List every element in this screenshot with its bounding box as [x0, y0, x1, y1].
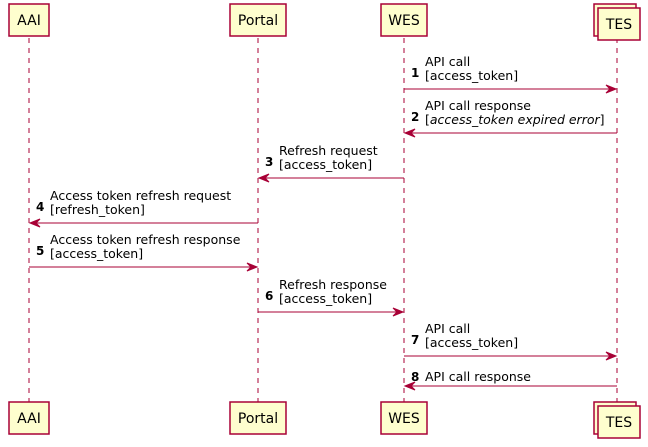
participant-box: [229, 3, 287, 37]
message-number: 4: [36, 200, 44, 214]
participant-box: [380, 401, 428, 435]
argument-open: [: [425, 112, 430, 127]
message-3: 3 Refresh request[access_token]: [257, 143, 404, 183]
message-number: 6: [265, 289, 273, 303]
message-label: Refresh request: [279, 143, 378, 158]
participant-wes-bottom: WES: [380, 401, 428, 435]
message-7: 7 API call[access_token]: [404, 321, 618, 361]
participant-box: [8, 401, 50, 435]
message-1: 1 API call[access_token]: [404, 54, 618, 94]
message-number: 1: [411, 66, 419, 80]
arrow-head: [605, 351, 618, 361]
message-2: 2 API call response[access_token expired …: [403, 98, 617, 138]
participant-label: WES: [388, 411, 420, 427]
arrow-head: [403, 381, 416, 391]
message-argument: [access_token]: [425, 335, 518, 350]
participant-aai-bottom: AAI: [8, 401, 50, 435]
participant-tes-bottom: TES: [593, 401, 641, 439]
message-argument: [access_token expired error]: [425, 112, 605, 127]
message-argument: [access_token]: [279, 157, 372, 172]
stack-front: [597, 405, 641, 439]
message-label: Refresh response: [279, 277, 387, 292]
participants-bottom: AAI Portal WES TES: [8, 401, 641, 439]
participant-label: AAI: [17, 13, 41, 29]
lifelines: [28, 38, 618, 402]
argument-close: ]: [600, 112, 605, 127]
argument-italic: access_token expired error: [430, 112, 601, 127]
message-number: 7: [411, 333, 419, 347]
participant-label: Portal: [238, 13, 278, 29]
message-label: API call: [425, 321, 470, 336]
participant-box: [229, 401, 287, 435]
participants-top: AAI Portal WES TES: [8, 3, 641, 41]
stack-front: [597, 7, 641, 41]
message-argument: [access_token]: [50, 246, 143, 261]
message-label: API call: [425, 54, 470, 69]
participant-wes-top: WES: [380, 3, 428, 37]
participant-tes-top: TES: [593, 3, 641, 41]
participant-portal-top: Portal: [229, 3, 287, 37]
participant-label: TES: [605, 17, 632, 33]
message-6: 6 Refresh response[access_token]: [258, 277, 405, 317]
participant-label: WES: [388, 13, 420, 29]
message-label: API call response: [425, 98, 531, 113]
participant-label: TES: [605, 415, 632, 431]
message-label: Access token refresh request: [50, 188, 231, 203]
message-number: 2: [411, 110, 419, 124]
message-number: 3: [265, 155, 273, 169]
message-label: Access token refresh response: [50, 232, 241, 247]
arrow-head: [28, 218, 41, 228]
participant-aai-top: AAI: [8, 3, 50, 37]
message-4: 4 Access token refresh request[refresh_to…: [28, 188, 258, 228]
message-8: 8 API call response: [403, 369, 617, 391]
participant-box: [380, 3, 428, 37]
message-number: 8: [411, 370, 419, 384]
message-argument: [refresh_token]: [50, 202, 145, 217]
arrow-head: [605, 84, 618, 94]
message-label: API call response: [425, 369, 531, 384]
participant-portal-bottom: Portal: [229, 401, 287, 435]
message-argument: [access_token]: [279, 291, 372, 306]
message-5: 5 Access token refresh response[access_to…: [29, 232, 259, 272]
message-number: 5: [36, 244, 44, 258]
participant-label: Portal: [238, 411, 278, 427]
arrow-head: [246, 262, 259, 272]
message-argument: [access_token]: [425, 68, 518, 83]
participant-box: [8, 3, 50, 37]
arrow-head: [392, 307, 405, 317]
participant-label: AAI: [17, 411, 41, 427]
arrow-head: [403, 128, 416, 138]
arrow-head: [257, 173, 270, 183]
